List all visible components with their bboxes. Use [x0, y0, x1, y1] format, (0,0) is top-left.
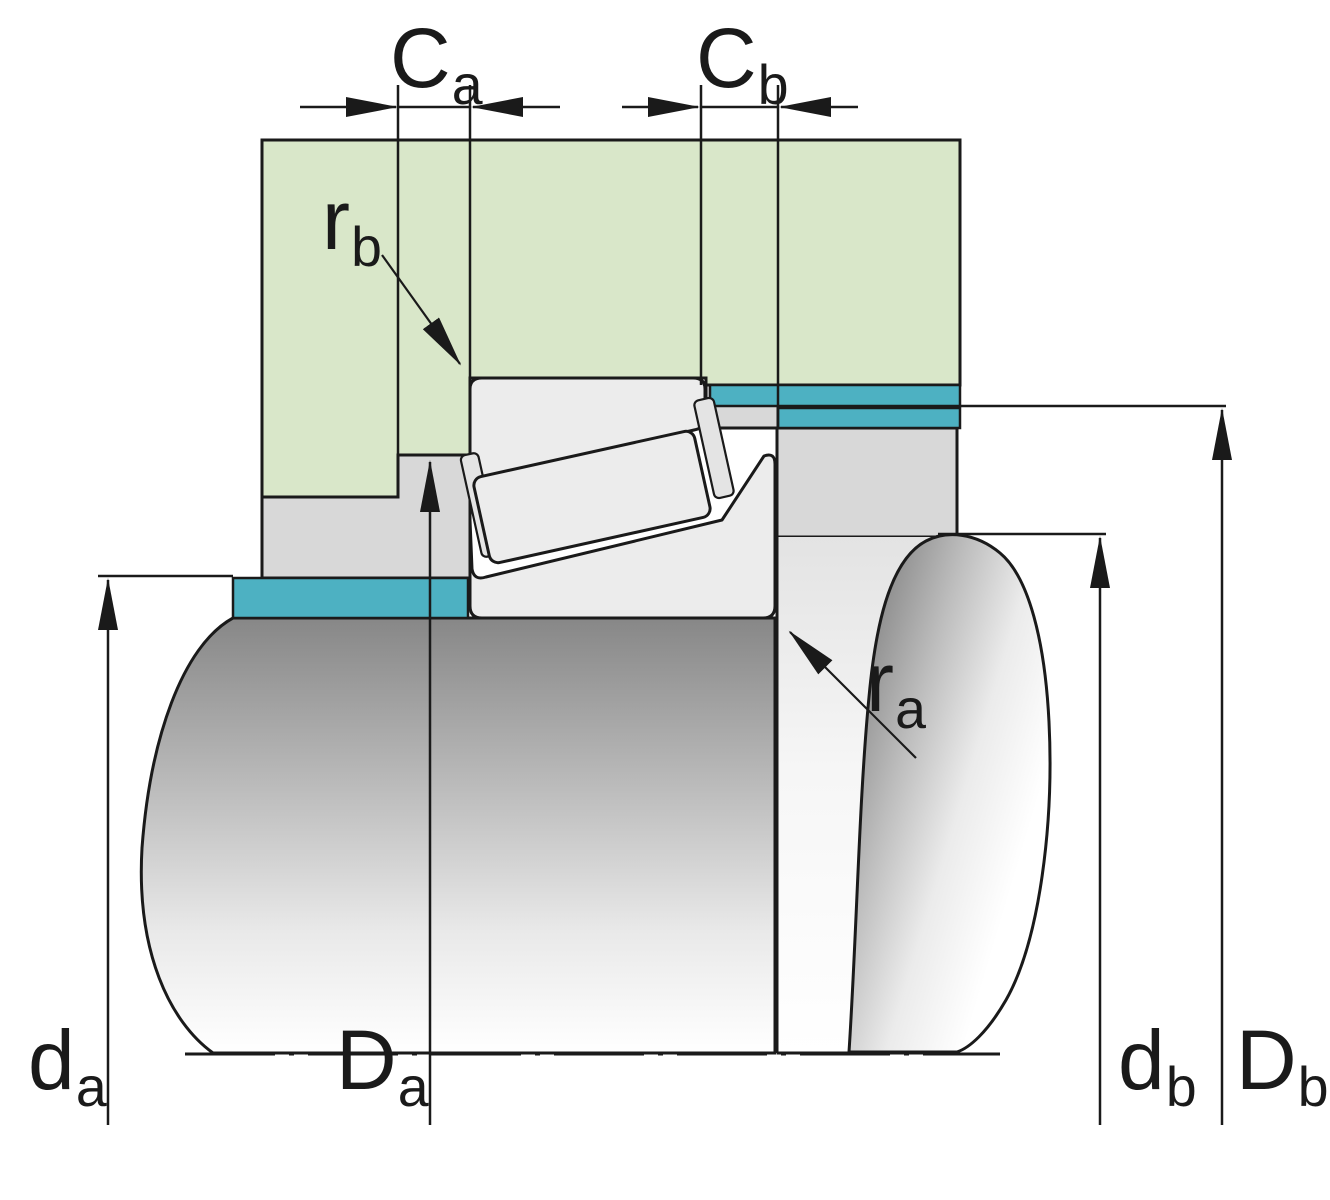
bearing-roller — [472, 429, 712, 565]
label-Da-main: D — [336, 1013, 397, 1107]
label-da: da — [28, 1018, 107, 1114]
label-db-sub: b — [1165, 1055, 1197, 1118]
label-Db-sub: b — [1297, 1055, 1329, 1118]
housing-abutment-strip-upper — [708, 383, 962, 408]
spacer-right-band — [775, 426, 959, 539]
label-ra: ra — [866, 640, 926, 736]
label-Cb-main: C — [696, 11, 757, 105]
label-rb-sub: b — [351, 215, 382, 278]
housing-abutment-strip-lower — [776, 406, 962, 430]
bearing-cage-right — [693, 396, 735, 500]
label-rb-main: r — [322, 173, 350, 267]
label-db-main: d — [1118, 1013, 1165, 1107]
shaft-shoulder-fillet — [847, 533, 1052, 1054]
label-rb: rb — [322, 178, 382, 274]
bearing-inner-ring — [468, 453, 777, 620]
label-db: db — [1118, 1018, 1197, 1114]
shaft-cross-section — [139, 616, 777, 1055]
label-Db: Db — [1236, 1018, 1329, 1114]
label-Cb: Cb — [696, 16, 789, 112]
shaft-abutment-strip — [231, 576, 470, 620]
label-ra-main: r — [866, 635, 894, 729]
label-Ca: Ca — [390, 16, 483, 112]
label-Db-main: D — [1236, 1013, 1297, 1107]
label-da-sub: a — [75, 1055, 107, 1118]
label-da-main: d — [28, 1013, 75, 1107]
label-Cb-sub: b — [757, 53, 789, 116]
label-ra-sub: a — [895, 677, 926, 740]
leader-arrow-ra — [788, 630, 917, 759]
label-Da: Da — [336, 1018, 429, 1114]
leader-arrow-rb — [381, 254, 462, 366]
bearing-outer-ring — [468, 376, 707, 482]
label-Ca-sub: a — [451, 53, 483, 116]
label-Ca-main: C — [390, 11, 451, 105]
label-Da-sub: a — [397, 1055, 429, 1118]
